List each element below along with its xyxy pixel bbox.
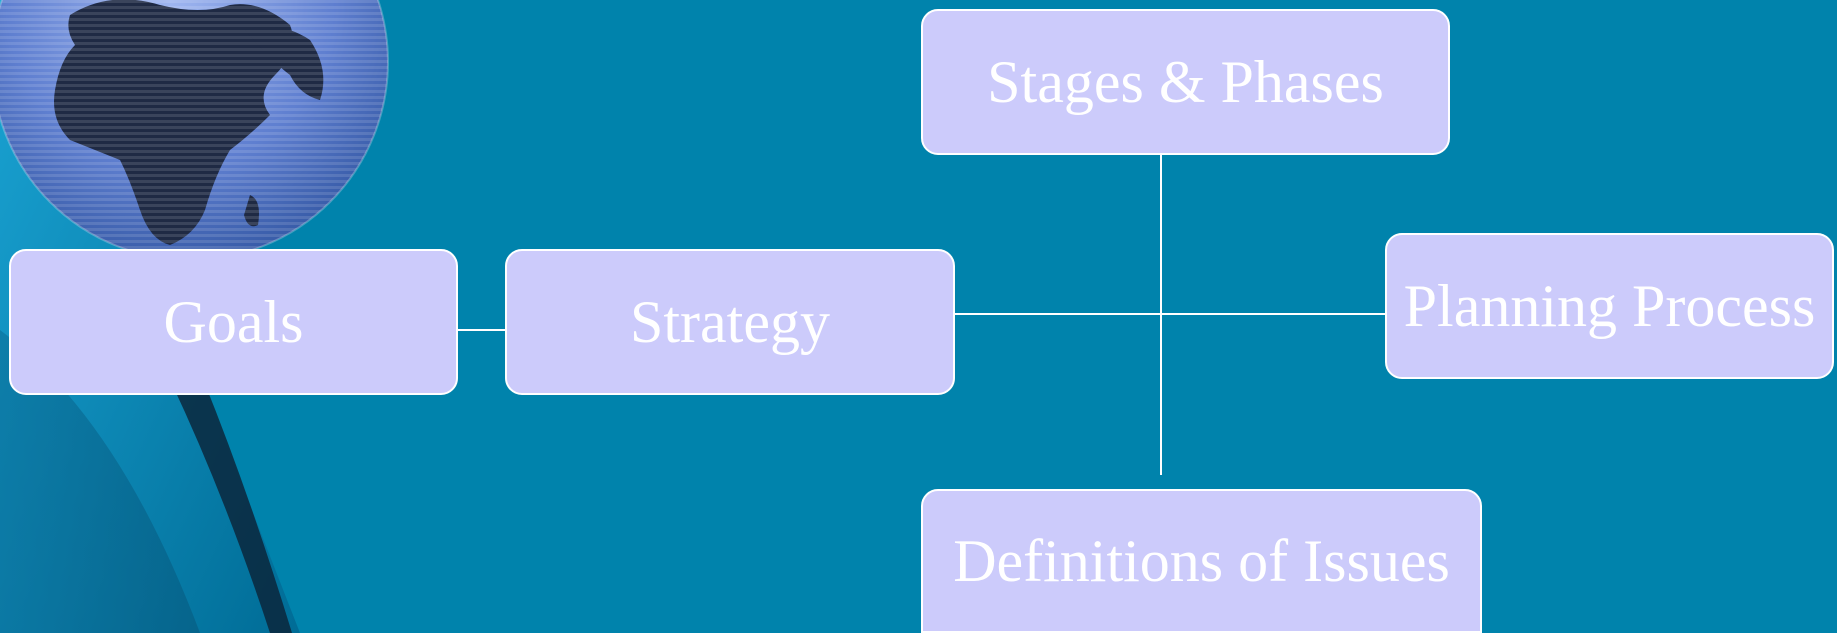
node-planning-process-label: Planning Process [1403, 272, 1816, 339]
node-stages-phases-label: Stages & Phases [987, 48, 1384, 115]
node-goals: Goals [9, 249, 458, 395]
connector-hub-vertical [1160, 153, 1162, 475]
node-strategy: Strategy [505, 249, 955, 395]
node-planning-process: Planning Process [1385, 233, 1834, 379]
node-definitions-of-issues: Definitions of Issues [921, 489, 1482, 633]
node-stages-phases: Stages & Phases [921, 9, 1450, 155]
node-strategy-label: Strategy [630, 288, 830, 355]
connector-goals-strategy [456, 329, 506, 331]
connector-strategy-hub [953, 313, 1386, 315]
node-goals-label: Goals [163, 288, 304, 355]
node-definitions-of-issues-label: Definitions of Issues [953, 527, 1450, 594]
